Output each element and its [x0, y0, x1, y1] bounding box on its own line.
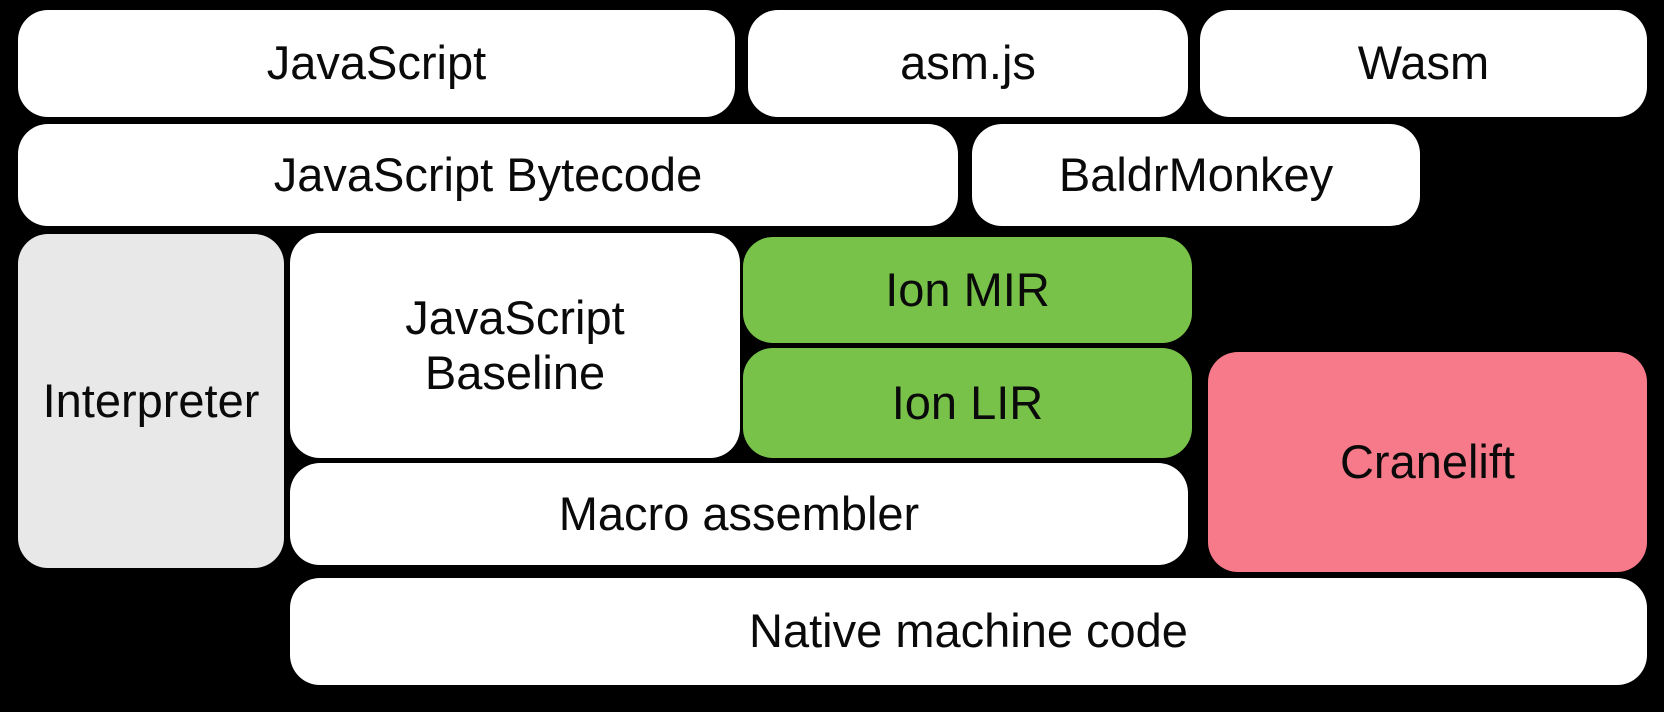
- box-wasm-label: Wasm: [1357, 36, 1490, 90]
- box-ion-lir-label: Ion LIR: [891, 375, 1044, 429]
- box-ion-lir: Ion LIR: [743, 348, 1192, 458]
- box-baldrmonkey-label: BaldrMonkey: [1058, 147, 1334, 201]
- box-macro-assembler-label: Macro assembler: [558, 486, 920, 540]
- box-ion-mir-label: Ion MIR: [885, 262, 1050, 316]
- box-javascript-label: JavaScript: [266, 36, 487, 90]
- box-javascript: JavaScript: [18, 10, 735, 117]
- box-ion-mir: Ion MIR: [743, 237, 1192, 343]
- box-javascript-baseline-label: JavaScript Baseline: [405, 291, 625, 399]
- box-macro-assembler: Macro assembler: [290, 463, 1188, 565]
- box-asmjs: asm.js: [748, 10, 1188, 117]
- box-asmjs-label: asm.js: [900, 36, 1036, 90]
- box-native-machine-code: Native machine code: [290, 578, 1647, 685]
- box-javascript-bytecode-label: JavaScript Bytecode: [273, 147, 703, 201]
- box-interpreter: Interpreter: [18, 234, 284, 568]
- box-interpreter-label: Interpreter: [42, 373, 260, 427]
- box-baldrmonkey: BaldrMonkey: [972, 124, 1420, 226]
- box-cranelift: Cranelift: [1208, 352, 1647, 572]
- box-javascript-bytecode: JavaScript Bytecode: [18, 124, 958, 226]
- box-javascript-baseline: JavaScript Baseline: [290, 233, 740, 458]
- box-wasm: Wasm: [1200, 10, 1647, 117]
- box-native-machine-code-label: Native machine code: [749, 604, 1188, 658]
- box-cranelift-label: Cranelift: [1339, 434, 1515, 488]
